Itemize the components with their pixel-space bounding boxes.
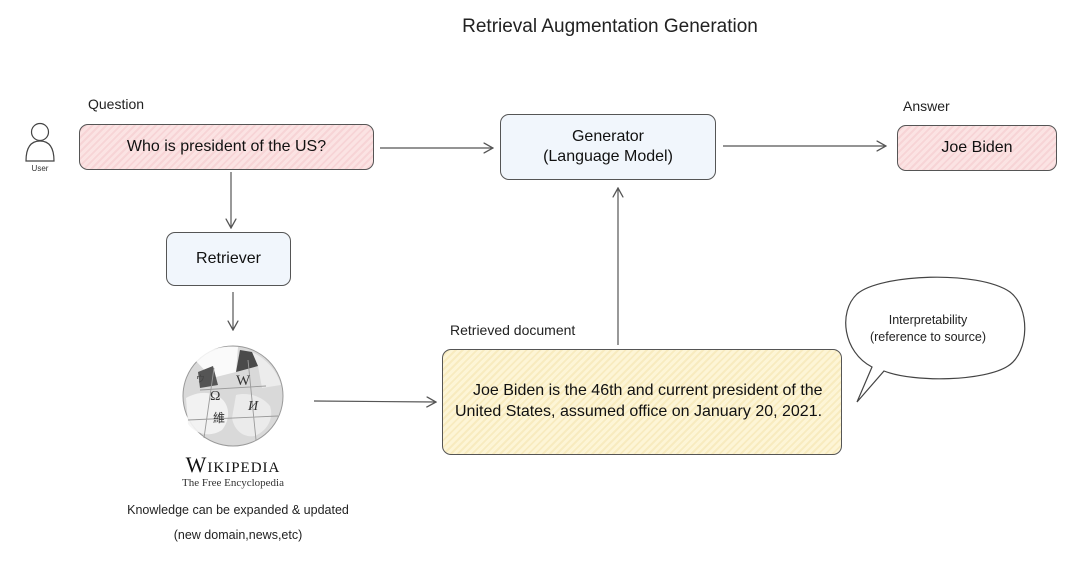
user-icon — [25, 122, 55, 162]
svg-text:ウ: ウ — [196, 374, 205, 385]
question-text: Who is president of the US? — [126, 138, 327, 155]
question-heading: Question — [88, 96, 145, 112]
answer-heading: Answer — [903, 98, 950, 114]
generator-box: Generator (Language Model) — [500, 114, 716, 180]
callout-title: Interpretability — [888, 313, 968, 327]
svg-text:維: 維 — [213, 411, 225, 425]
answer-box: Joe Biden — [897, 125, 1057, 171]
callout-bubble — [845, 276, 1026, 403]
diagram-title: Retrieval Augmentation Generation — [462, 16, 758, 37]
wikipedia-wordmark: Wikipedia — [185, 452, 281, 477]
retriever-label: Retriever — [196, 250, 261, 267]
knowledge-note: Knowledge can be expanded & updated — [127, 503, 349, 517]
user-label: User — [31, 164, 49, 173]
wikipedia-tagline: The Free Encyclopedia — [181, 477, 284, 489]
generator-label: Generator — [571, 128, 645, 145]
knowledge-note-examples: (new domain,news,etc) — [173, 528, 303, 542]
svg-text:Ω: Ω — [210, 389, 220, 404]
answer-text: Joe Biden — [941, 139, 1013, 156]
wikipedia-globe-icon: Ω W И 維 ウ — [182, 345, 284, 447]
question-box: Who is president of the US? — [79, 124, 374, 170]
svg-text:W: W — [236, 373, 251, 389]
svg-text:И: И — [247, 399, 259, 414]
document-box: Joe Biden is the 46th and current presid… — [442, 349, 842, 455]
callout-subtitle: (reference to source) — [869, 329, 987, 344]
retriever-box: Retriever — [166, 232, 291, 286]
callout-text: Interpretability (reference to source) — [853, 312, 1003, 346]
generator-sublabel: (Language Model) — [543, 148, 673, 165]
document-heading: Retrieved document — [450, 322, 576, 338]
arrow-wikipedia-to-document — [313, 401, 436, 402]
document-text: Joe Biden is the 46th and current presid… — [455, 382, 823, 420]
